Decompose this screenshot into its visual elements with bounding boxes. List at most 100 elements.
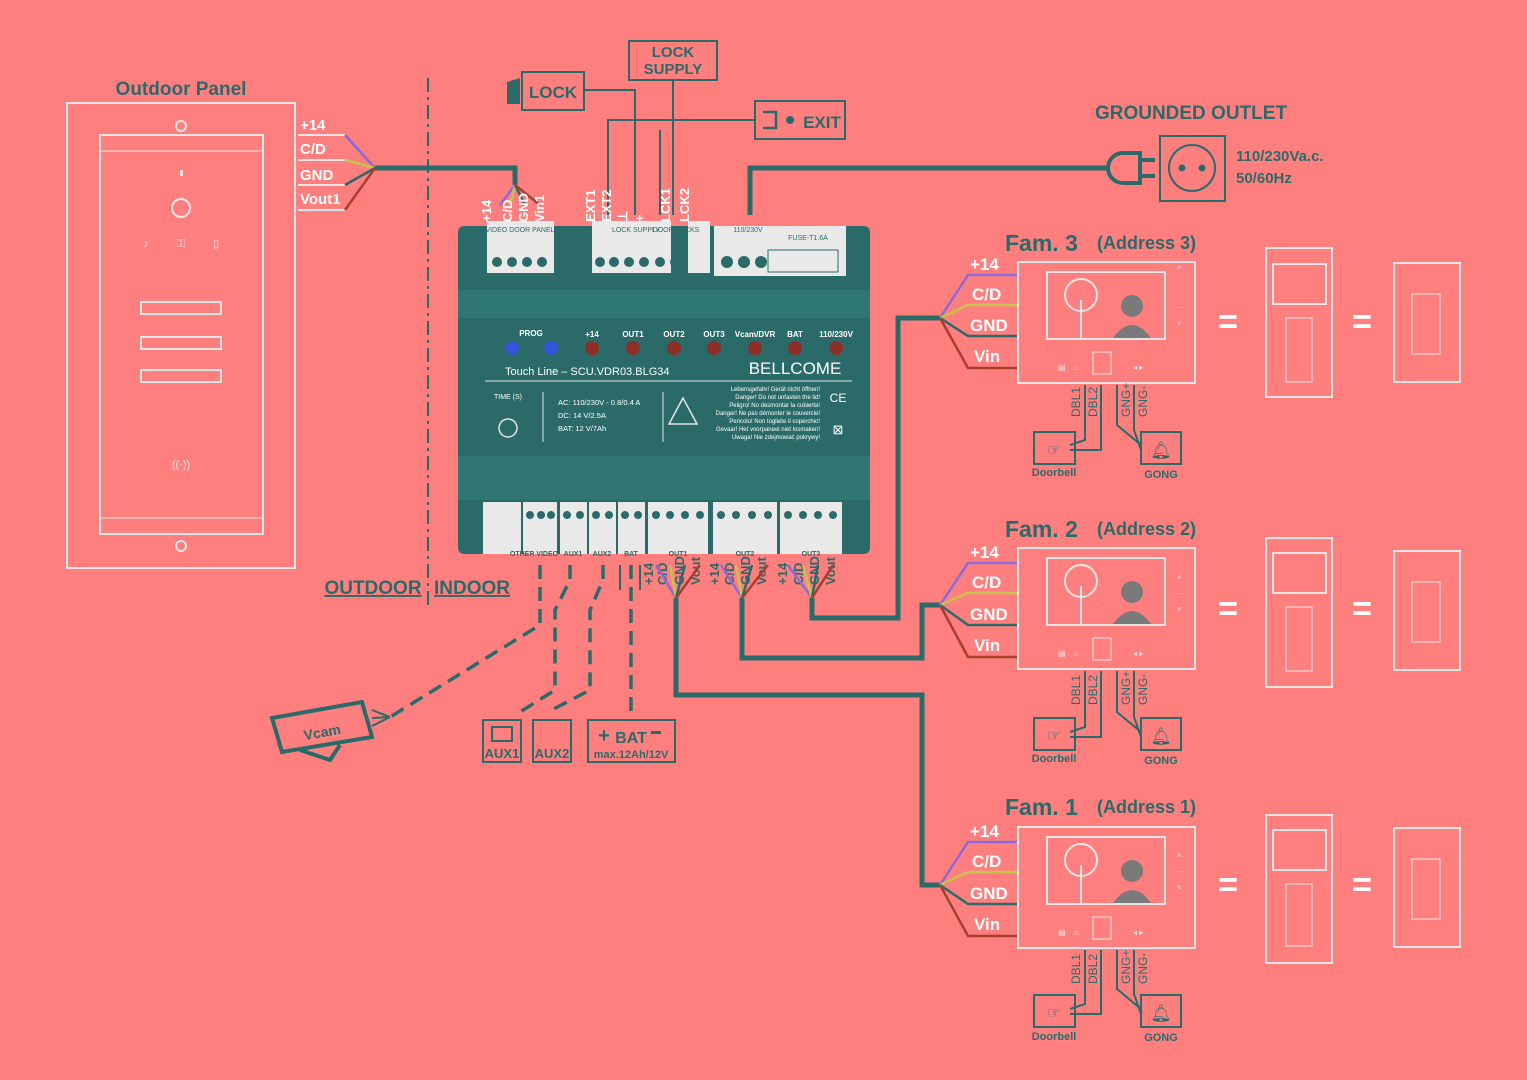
exit-button-device: EXIT <box>754 100 846 140</box>
led-label: +14 <box>585 330 599 339</box>
battery-label: BAT <box>615 730 647 747</box>
aux2-label: AUX2 <box>535 746 570 761</box>
aux1-device: AUX1 <box>482 719 522 763</box>
vcam-camera: Vcam <box>269 699 391 763</box>
mains-cable <box>747 165 1108 215</box>
family-wire-label: GND <box>970 605 1008 624</box>
family-wire-label: C/D <box>972 285 1001 304</box>
monitor-variant <box>1393 827 1461 948</box>
status-led <box>788 341 802 355</box>
family-wire-label: GND <box>970 884 1008 903</box>
monitor-button-icon[interactable]: ⌂ <box>1074 363 1079 372</box>
monitor-side-button[interactable]: ⋯ <box>1177 867 1185 876</box>
spec-line: BAT: 12 V/7Ah <box>558 424 606 433</box>
bell-icon: 🔔︎ <box>1150 441 1172 460</box>
family-bottom-label: GNG+ <box>1119 950 1133 984</box>
family-bottom-label: DBL2 <box>1086 954 1100 984</box>
gong-device <box>1140 717 1182 751</box>
monitor-keypad[interactable] <box>1092 916 1112 940</box>
person-icon <box>1121 860 1143 882</box>
family-wire-label: +14 <box>970 822 999 841</box>
door-icon: ▯ <box>213 238 219 250</box>
equals-sign: = <box>1352 866 1372 904</box>
outdoor-cable <box>375 165 518 185</box>
timer-label: TIME (S) <box>494 394 522 401</box>
monitor-button-icon[interactable]: ▤ <box>1058 649 1066 658</box>
battery-spec: max.12Ah/12V <box>594 749 669 761</box>
led-label: OUT2 <box>663 330 685 339</box>
cable-out1-fam1 <box>673 598 940 888</box>
doorbell-button[interactable] <box>1033 717 1076 751</box>
outdoor-wire-label: +14 <box>300 117 326 134</box>
spec-line: DC: 14 V/2.5A <box>558 411 606 420</box>
monitor-side-button[interactable]: ˅ <box>1177 605 1182 614</box>
monitor-side-button[interactable]: ˄ <box>1177 263 1182 272</box>
family-wire-label: Vin <box>974 636 1000 655</box>
monitor-button-icon[interactable]: ◂ ▸ <box>1133 649 1143 658</box>
family-wire-label: Vin <box>974 915 1000 934</box>
monitor-side-button[interactable]: ˅ <box>1177 883 1182 892</box>
monitor-side-button[interactable]: ˄ <box>1177 573 1182 582</box>
out-wire-label: GND <box>672 556 687 585</box>
lock-device: LOCK <box>507 71 585 111</box>
status-led <box>748 341 762 355</box>
monitor-variant <box>1393 550 1461 671</box>
person-icon <box>1121 581 1143 603</box>
family-bottom-label: DBL1 <box>1069 387 1083 417</box>
monitor-frame <box>1017 261 1196 384</box>
out-wire-label: +14 <box>775 562 790 585</box>
family-bottom-label: DBL2 <box>1086 387 1100 417</box>
brand-logo: BELLCOME <box>749 359 842 378</box>
monitor-button-icon[interactable]: ⌂ <box>1074 928 1079 937</box>
block-label: LOCK SUPPLY <box>612 227 660 234</box>
monitor-variant <box>1265 814 1333 964</box>
family-address: (Address 2) <box>1097 519 1196 539</box>
monitor-side-button[interactable]: ˄ <box>1177 851 1182 860</box>
block-label: DOOR LOCKS <box>653 227 700 234</box>
outdoor-wire-label: C/D <box>300 141 326 158</box>
gong-label: GONG <box>1144 469 1178 481</box>
warning-line: Lebensgefahr! Gerät nicht öffnen! <box>731 387 821 393</box>
top-terminal-label: EXT1 <box>583 189 598 222</box>
monitor-button-icon[interactable]: ⌂ <box>1074 649 1079 658</box>
out-wire-label: C/D <box>791 563 806 585</box>
monitor-keypad[interactable] <box>1092 351 1112 375</box>
family-1-group: Fam. 1 (Address 1) +14 C/D GND Vin ▤ ⌂ ◂… <box>938 794 1461 1044</box>
warning-icon <box>667 396 699 425</box>
doorbell-icon: ☞ <box>1047 1005 1061 1022</box>
monitor-keypad[interactable] <box>1092 637 1112 661</box>
doorbell-button[interactable] <box>1033 431 1076 465</box>
warning-line: Uwaga! Nie zdejmować pokrywy! <box>732 435 820 441</box>
doorbell-button[interactable] <box>1033 994 1076 1028</box>
speaker-icon: ♪ <box>143 238 149 250</box>
ce-mark-icon: CE <box>830 391 847 405</box>
monitor-side-button[interactable]: ⋯ <box>1177 303 1185 312</box>
monitor-button-icon[interactable]: ◂ ▸ <box>1133 928 1143 937</box>
block-label: 110/230V <box>733 227 763 234</box>
equals-sign: = <box>1352 590 1372 628</box>
monitor-side-button[interactable]: ˅ <box>1177 319 1182 328</box>
monitor-button-icon[interactable]: ▤ <box>1058 363 1066 372</box>
family-address: (Address 1) <box>1097 797 1196 817</box>
monitor-screen <box>1046 557 1166 626</box>
weee-bin-icon: ⊠ <box>833 422 844 437</box>
lock-supply-line2: SUPPLY <box>644 61 703 78</box>
bell-icon: 🔔︎ <box>1150 727 1172 746</box>
family-title: Fam. 1 <box>1005 794 1078 820</box>
monitor-side-button[interactable]: ⋯ <box>1177 589 1185 598</box>
vcam-label: Vcam <box>302 721 342 743</box>
cable-out3-fam3 <box>809 315 940 621</box>
spec-line: AC: 110/230V - 0.8/0.4 A <box>558 398 640 407</box>
timer-dial[interactable] <box>498 418 518 438</box>
aux1-label: AUX1 <box>485 746 520 761</box>
family-wire-label: +14 <box>970 543 999 562</box>
doorbell-label: Doorbell <box>1032 753 1077 765</box>
equals-sign: = <box>1352 303 1372 341</box>
outdoor-panel-title: Outdoor Panel <box>116 79 247 100</box>
status-led <box>585 341 599 355</box>
monitor-button-icon[interactable]: ▤ <box>1058 928 1066 937</box>
camera-lens-icon <box>171 198 191 218</box>
monitor-button-icon[interactable]: ◂ ▸ <box>1133 363 1143 372</box>
led-label: Vcam/DVR <box>735 330 776 339</box>
outlet-frequency: 50/60Hz <box>1236 170 1292 187</box>
